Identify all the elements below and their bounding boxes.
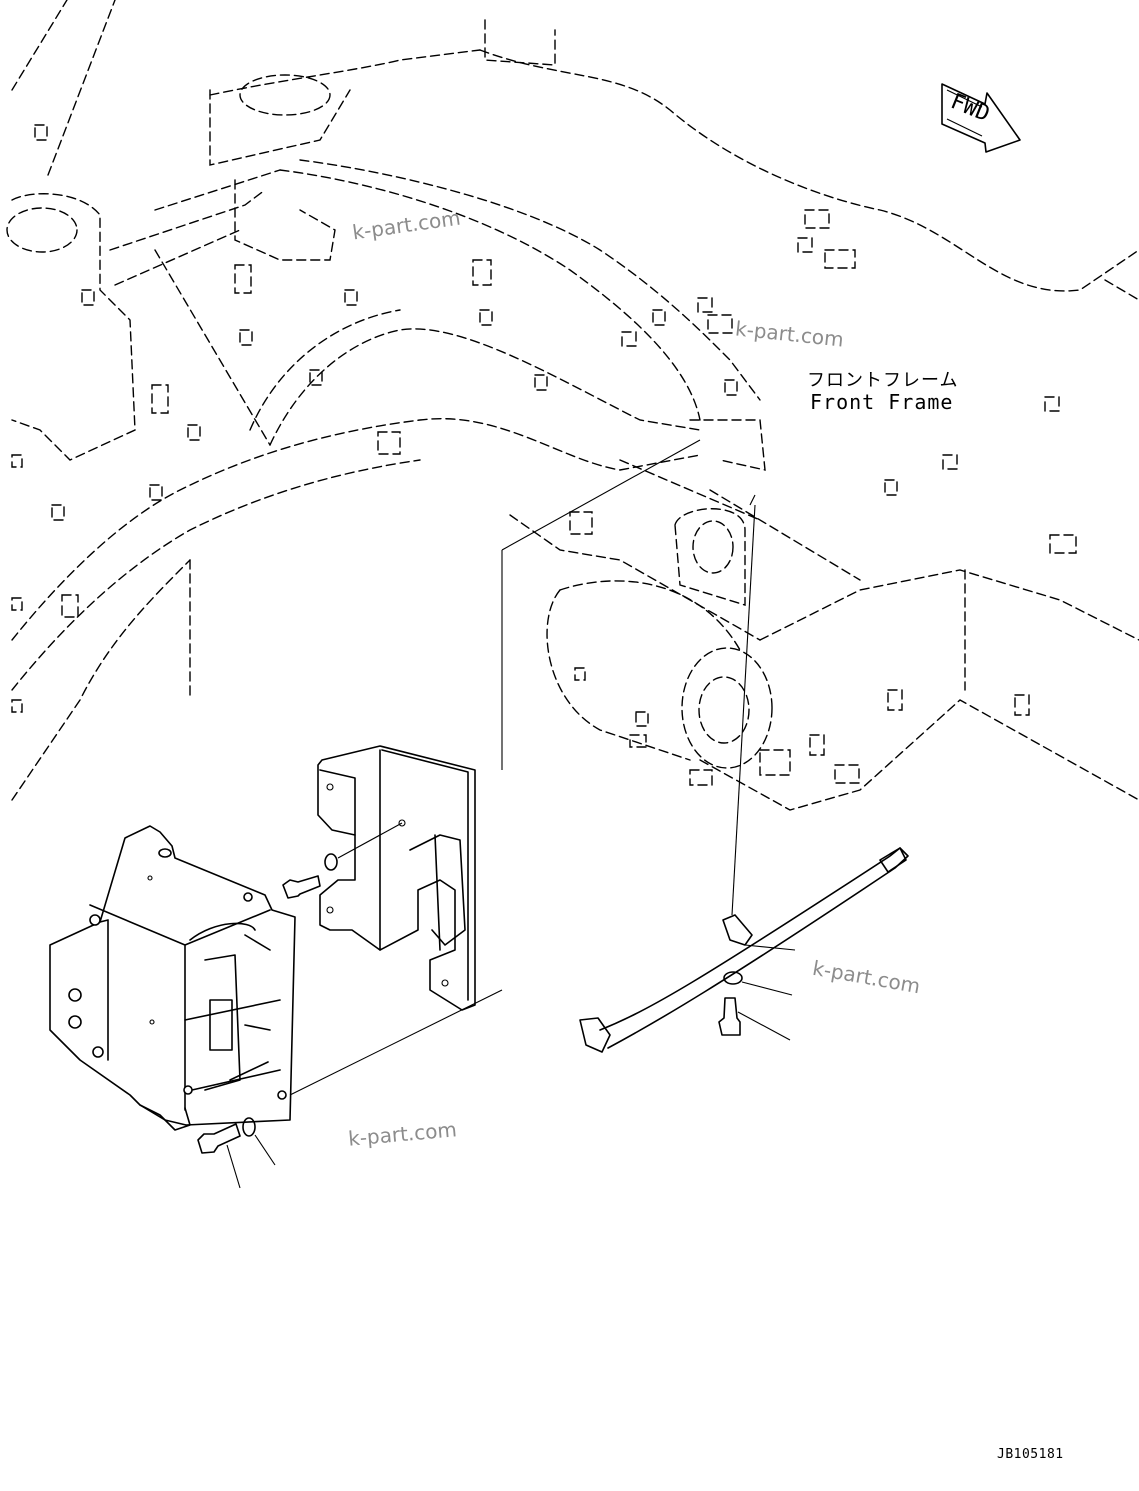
hose-assembly [579,847,909,1053]
front-frame-outline [6,0,1139,811]
drawing-number: JB105181 [997,1447,1064,1462]
mounting-bracket [317,745,476,1011]
clamp-bolt [718,997,791,1041]
front-frame-label-en: Front Frame [810,390,954,414]
bracket-bolt [282,822,403,899]
leader-lines [501,439,756,916]
lower-bolt [197,1117,276,1189]
fwd-arrow-icon: FWD [941,83,1021,153]
electrical-box [49,825,503,1131]
frame-nuts [11,124,1077,784]
cylinder-tank [546,580,791,786]
front-frame-label-jp: フロントフレーム [807,370,959,391]
clamp-washer [723,971,793,996]
